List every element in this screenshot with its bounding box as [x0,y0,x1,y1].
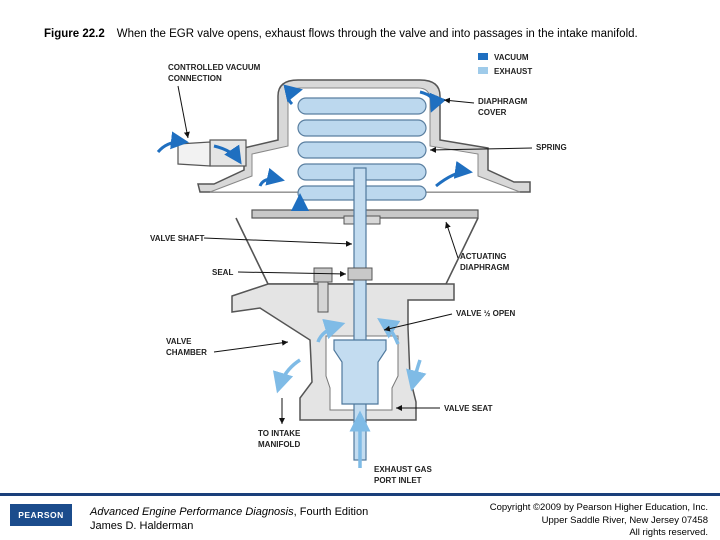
seal [347,267,373,281]
label-valve-shaft: VALVE SHAFT [150,234,204,243]
vacuum-flow-arrows [156,84,473,211]
book-author: James D. Halderman [90,520,194,532]
legend-vacuum-swatch [478,53,488,60]
figure-caption-text: When the EGR valve opens, exhaust flows … [116,28,638,40]
vacuum-connection-nipple [177,139,247,167]
copyright-line-1: Copyright ©2009 by Pearson Higher Educat… [489,502,708,513]
pearson-logo: PEARSON [10,504,72,526]
footer-rule [0,493,720,496]
legend-vacuum-label: VACUUM [494,53,529,62]
label-valve-chamber-2: CHAMBER [166,348,207,357]
label-exhaust-gas-1: EXHAUST GAS [374,465,432,474]
legend-exhaust-label: EXHAUST [494,67,532,76]
label-to-intake-2: MANIFOLD [258,440,300,449]
label-controlled-vacuum-2: CONNECTION [168,74,222,83]
figure-caption: Figure 22.2 When the EGR valve opens, exh… [44,28,638,40]
label-valve-chamber-1: VALVE [166,337,192,346]
label-diaphragm-cover-1: DIAPHRAGM [478,97,528,106]
copyright-line-3: All rights reserved. [629,527,708,538]
book-edition: , Fourth Edition [293,506,369,518]
label-controlled-vacuum-1: CONTROLLED VACUUM [168,63,261,72]
callouts: CONTROLLED VACUUM CONNECTION DIAPHRAGM C… [150,63,567,485]
spring [297,97,427,201]
label-spring: SPRING [536,143,567,152]
book-info: Advanced Engine Performance Diagnosis, F… [90,505,368,533]
label-seal: SEAL [212,268,233,277]
legend-exhaust-swatch [478,67,488,74]
valve-pintle [333,339,387,405]
label-actuating-diaphragm-2: DIAPHRAGM [460,263,510,272]
legend: VACUUM EXHAUST [478,53,532,76]
label-to-intake-1: TO INTAKE [258,429,301,438]
copyright: Copyright ©2009 by Pearson Higher Educat… [490,502,708,540]
label-diaphragm-cover-2: COVER [478,108,507,117]
book-title: Advanced Engine Performance Diagnosis [90,506,294,518]
label-actuating-diaphragm-1: ACTUATING [460,252,507,261]
copyright-line-2: Upper Saddle River, New Jersey 07458 [541,514,708,526]
label-exhaust-gas-2: PORT INLET [374,476,422,485]
seal-bolt [313,267,333,313]
label-valve-seat: VALVE SEAT [444,404,493,413]
label-valve-half-open: VALVE ½ OPEN [456,309,515,318]
figure-number: Figure 22.2 [44,28,105,40]
